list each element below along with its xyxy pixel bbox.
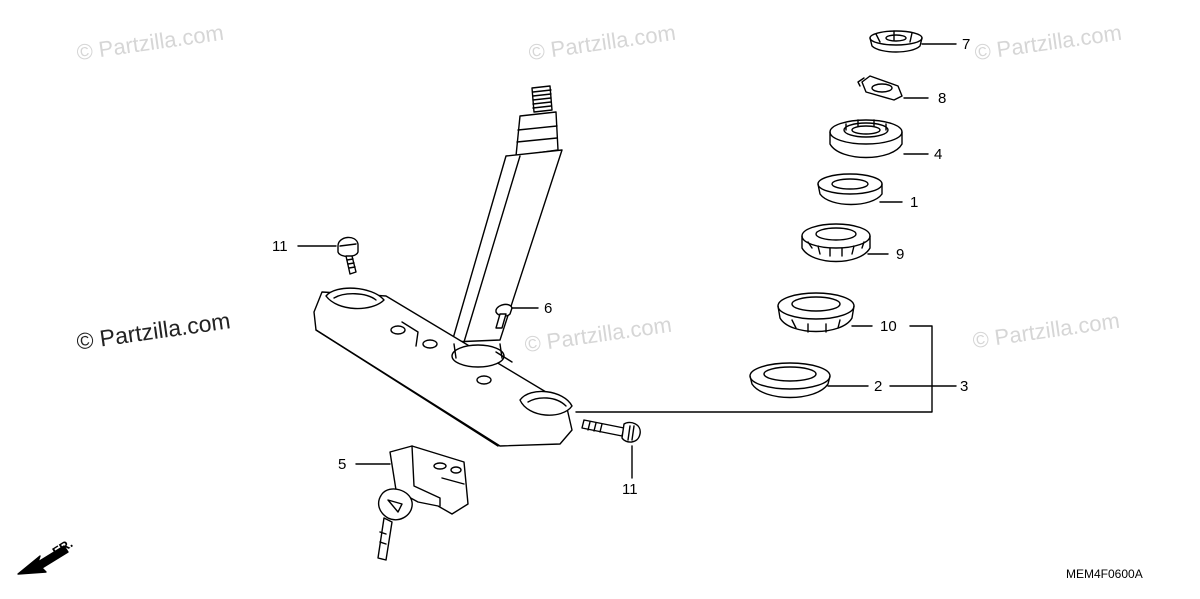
bottom-bridge xyxy=(313,287,573,447)
steering-nut-4 xyxy=(829,119,903,159)
screw-6 xyxy=(495,303,513,329)
dust-seal-1 xyxy=(817,173,883,206)
lock-washer-8 xyxy=(857,75,903,101)
callout-1: 1 xyxy=(910,194,919,211)
callout-3: 3 xyxy=(960,378,969,395)
callout-11-top: 11 xyxy=(272,238,288,255)
callout-4: 4 xyxy=(934,146,943,163)
callout-7: 7 xyxy=(962,36,971,53)
bolt-11-top xyxy=(337,236,359,275)
lock-nut-7 xyxy=(869,30,923,53)
steering-stem xyxy=(451,85,563,343)
ignition-switch-5 xyxy=(377,445,469,561)
callout-5: 5 xyxy=(338,456,347,473)
diagram-code: MEM4F0600A xyxy=(1066,567,1143,581)
front-arrow xyxy=(17,545,69,575)
bearing-9 xyxy=(801,223,871,263)
callout-8: 8 xyxy=(938,90,947,107)
bolt-11-bottom xyxy=(581,419,641,443)
callout-6: 6 xyxy=(544,300,553,317)
callout-11-bottom: 11 xyxy=(622,481,638,498)
callout-10: 10 xyxy=(880,318,897,335)
callout-2: 2 xyxy=(874,378,883,395)
bearing-race-2 xyxy=(749,362,831,399)
bearing-race-10 xyxy=(777,292,855,333)
callout-9: 9 xyxy=(896,246,905,263)
